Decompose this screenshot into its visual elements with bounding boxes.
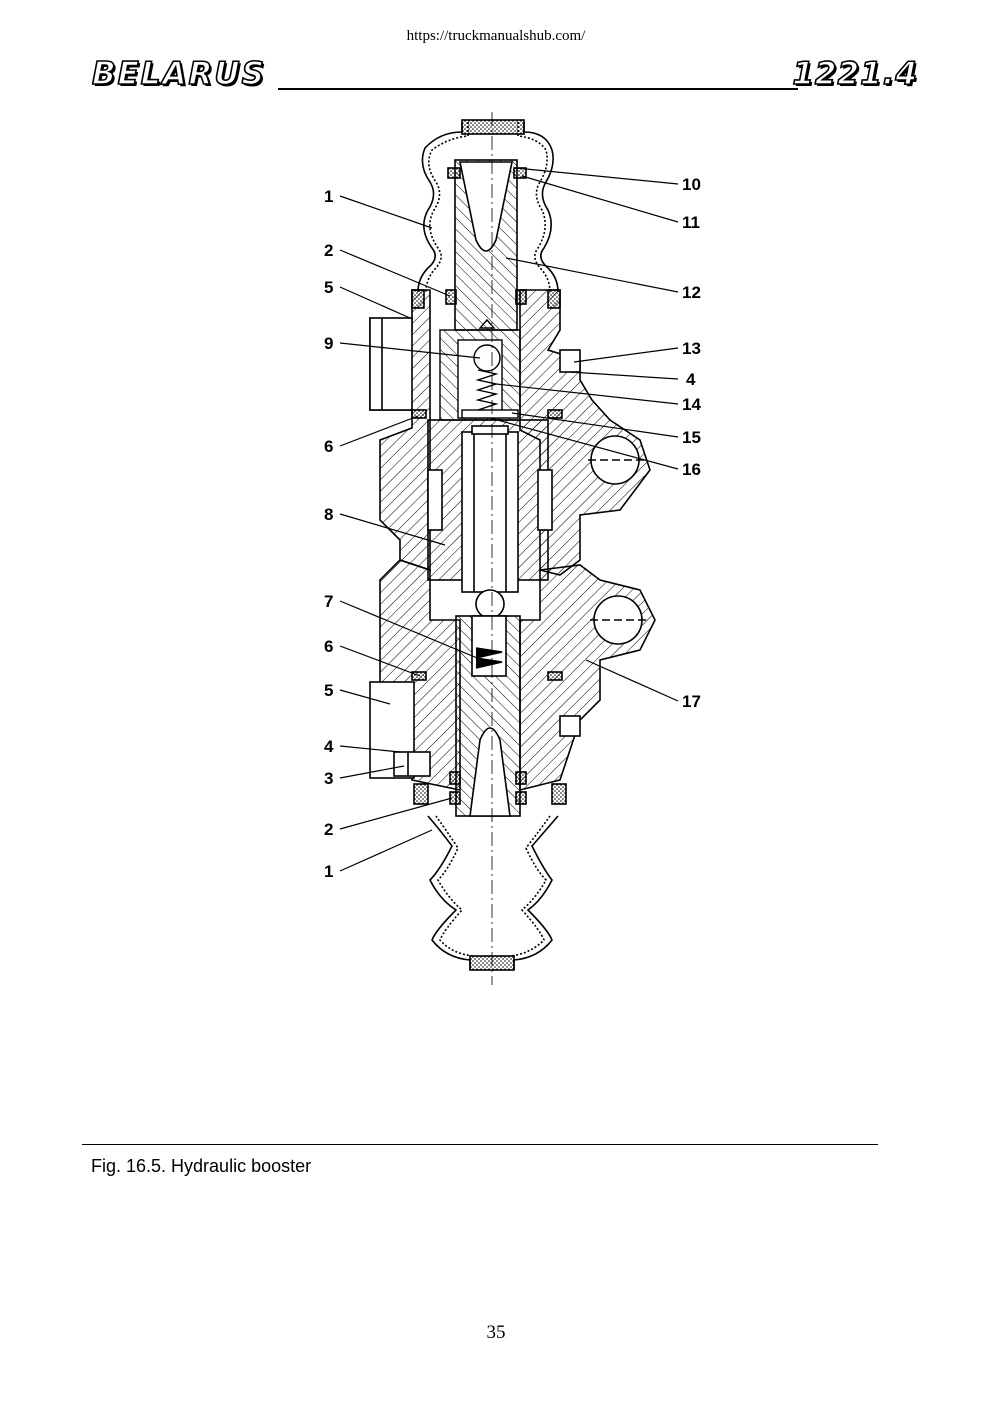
header-rule <box>278 88 798 90</box>
callout-labels: 1 2 5 9 6 8 7 6 5 4 3 2 1 10 11 12 13 4 … <box>324 175 701 881</box>
top-bellows <box>417 119 559 293</box>
callout-label: 1 <box>324 187 333 206</box>
callout-label: 17 <box>682 692 701 711</box>
callout-label: 6 <box>324 637 333 656</box>
callout-label: 3 <box>324 769 333 788</box>
leader-lines <box>339 167 679 872</box>
valve-chamber <box>439 318 521 421</box>
callout-label: 10 <box>682 175 701 194</box>
callout-label: 2 <box>324 241 333 260</box>
callout-label: 9 <box>324 334 333 353</box>
bottom-bellows <box>427 815 559 971</box>
callout-label: 15 <box>682 428 701 447</box>
callout-label: 13 <box>682 339 701 358</box>
hydraulic-booster-drawing: 1 2 5 9 6 8 7 6 5 4 3 2 1 10 11 12 13 4 … <box>300 110 740 990</box>
callout-label: 1 <box>324 862 333 881</box>
figure-caption: Fig. 16.5. Hydraulic booster <box>91 1156 312 1176</box>
lower-piston <box>411 409 567 817</box>
callout-label: 11 <box>682 213 700 232</box>
callout-label: 12 <box>682 283 701 302</box>
caption-rule <box>82 1144 878 1145</box>
callout-label: 16 <box>682 460 701 479</box>
upper-piston <box>411 159 561 331</box>
callout-label: 5 <box>324 278 333 297</box>
callout-label: 4 <box>324 737 334 756</box>
callout-label: 4 <box>686 370 696 389</box>
callout-label: 14 <box>682 395 701 414</box>
page-number: 35 <box>486 1322 506 1343</box>
callout-label: 2 <box>324 820 333 839</box>
brand-logo: BELARUS <box>91 55 266 93</box>
central-spool <box>427 419 553 619</box>
callout-label: 6 <box>324 437 333 456</box>
callout-label: 8 <box>324 505 333 524</box>
callout-label: 5 <box>324 681 333 700</box>
model-number: 1221.4 <box>792 55 918 93</box>
source-url[interactable]: https://truckmanualshub.com/ <box>406 28 586 44</box>
callout-label: 7 <box>324 592 333 611</box>
